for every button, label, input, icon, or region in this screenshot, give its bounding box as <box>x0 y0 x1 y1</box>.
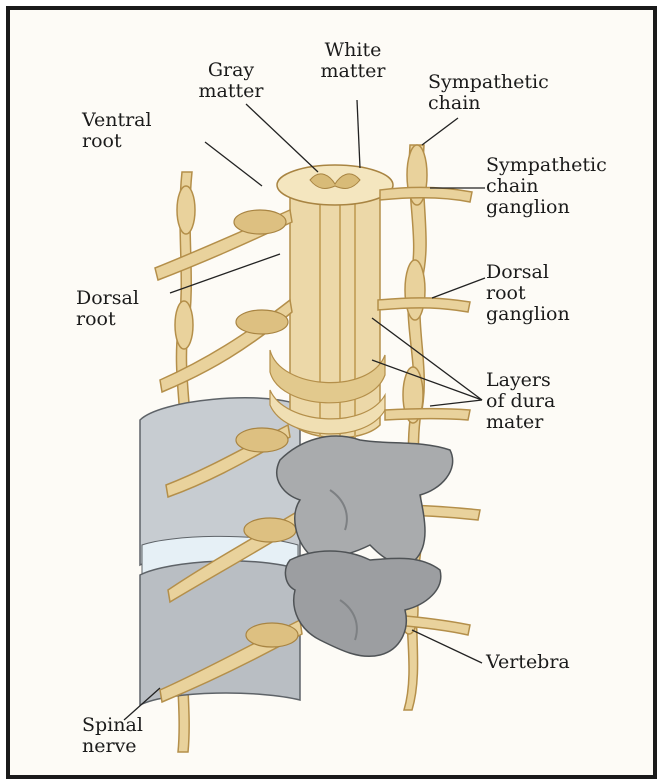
label-dorsal-root: Dorsal root <box>76 288 186 330</box>
label-spinal-nerve: Spinal nerve <box>82 715 182 757</box>
label-layers-of-dura-mater: Layers of dura mater <box>486 370 596 433</box>
label-sympathetic-chain-ganglion: Sympathetic chain ganglion <box>486 155 646 218</box>
label-vertebra: Vertebra <box>486 652 606 673</box>
label-dorsal-root-ganglion: Dorsal root ganglion <box>486 262 606 325</box>
label-white-matter: White matter <box>304 40 402 82</box>
label-gray-matter: Gray matter <box>190 60 272 102</box>
label-sympathetic-chain: Sympathetic chain <box>428 72 598 114</box>
label-ventral-root: Ventral root <box>82 110 192 152</box>
